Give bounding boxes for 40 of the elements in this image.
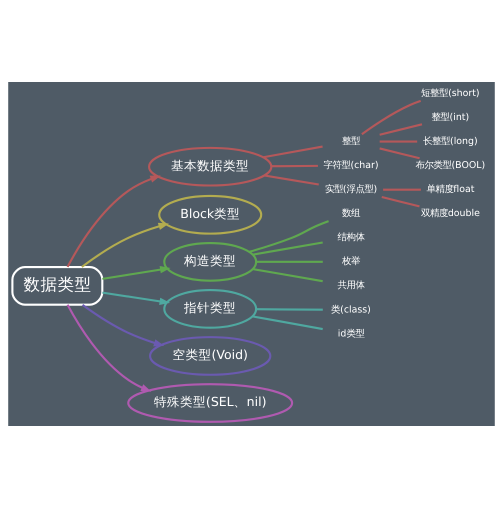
node-text: 数组 (342, 208, 360, 219)
arrow (102, 291, 170, 304)
connector (272, 164, 318, 167)
connector (249, 220, 329, 252)
node-text: id类型 (338, 328, 364, 339)
connector (379, 122, 422, 136)
node-text: 单精度float (426, 183, 474, 194)
connector (256, 308, 323, 310)
connector (379, 146, 420, 159)
connector (252, 314, 323, 330)
arrow (66, 175, 161, 267)
node-text: 共用体 (338, 280, 365, 291)
arrow (81, 222, 169, 268)
node-text: 整型(int) (432, 111, 470, 122)
connector (256, 260, 323, 262)
node-text: 短整型(short) (421, 87, 480, 98)
node-text: 实型(浮点型) (324, 183, 378, 194)
node-ellipse: 指针类型 (163, 288, 258, 328)
connector (383, 188, 421, 190)
node-text: 布尔类型(BOOL) (416, 159, 486, 170)
node-text: 双精度double (420, 208, 480, 219)
node-ellipse: 空类型(Void) (149, 336, 272, 376)
connector (263, 145, 323, 158)
node-text: 枚举 (342, 256, 360, 267)
node-text: 类(class) (331, 304, 371, 315)
connector (361, 99, 422, 135)
node-text: 字符型(char) (323, 159, 379, 170)
node-ellipse: 构造类型 (163, 241, 258, 282)
connector (382, 196, 420, 207)
connector (380, 140, 418, 142)
node-box: 数据类型 (11, 266, 104, 306)
connector (252, 241, 323, 256)
node-text: 整型 (342, 135, 360, 146)
arrow (82, 304, 164, 346)
node-text: 结构体 (338, 232, 365, 243)
arrow (66, 304, 152, 392)
node-text: 长整型(long) (423, 135, 478, 146)
connector (252, 267, 323, 282)
connector (264, 174, 319, 186)
arrow (102, 266, 171, 280)
